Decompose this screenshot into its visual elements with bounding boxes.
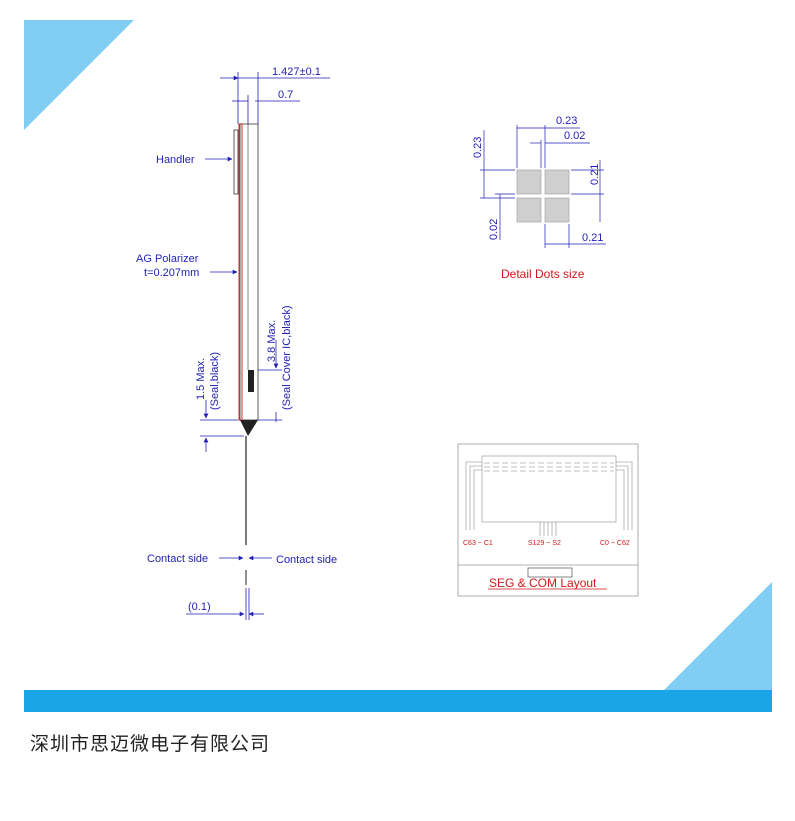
label-handler: Handler [156,154,195,166]
dim-dot-pitch-left: 0.23 [472,137,484,158]
label-seal-1: 1.5 Max. [195,358,207,400]
label-seal-2: (Seal,black) [209,352,221,410]
side-view: 1.427±0.1 0.7 Handler AG Polarizer t=0.2… [136,66,337,620]
seal-black [240,420,258,436]
bottom-bar [24,690,772,712]
label-contact-right: Contact side [276,554,337,566]
dim-dot-gap-left: 0.02 [488,219,500,240]
dim-dot-height-right: 0.21 [589,164,601,185]
company-name: 深圳市思迈微电子有限公司 [30,733,271,755]
seal-ic-block [248,370,254,392]
label-seal-ic-1: 3.8 Max. [266,320,278,362]
label-seal-ic-2: (Seal Cover IC,black) [281,305,293,410]
dim-dot-pitch-top: 0.23 [556,115,577,127]
label-com-right: C0 ~ C62 [600,540,630,547]
layout-connector [527,567,573,578]
corner-triangle-top-left [24,20,134,130]
dim-total-thickness: 1.427±0.1 [272,66,321,78]
label-com-left: C63 ~ C1 [463,540,493,547]
corner-triangle-bottom-right [664,582,772,690]
caption-seg-com: SEG & COM Layout [489,576,597,590]
label-polarizer-1: AG Polarizer [136,253,199,265]
caption-detail-dots: Detail Dots size [501,267,585,281]
dot-top-right [544,169,570,195]
label-polarizer-2: t=0.207mm [144,267,199,279]
dim-dot-width-bottom: 0.21 [582,232,603,244]
layout-inner-frame [481,455,617,523]
dot-bottom-right [544,197,570,223]
dot-top-left [516,169,542,195]
handler [233,129,239,195]
seg-com-layout: C63 ~ C1 S129 ~ S2 C0 ~ C62 SEG & COM La… [457,443,639,597]
dim-fpc-thickness: (0.1) [188,601,211,613]
label-seg-mid: S129 ~ S2 [528,540,561,547]
dim-dot-gap-top: 0.02 [564,130,585,142]
detail-dots: 0.23 0.02 0.23 0.02 0.21 0.21 Detail Dot… [472,115,606,281]
dim-glass-thickness: 0.7 [278,89,293,101]
dot-bottom-left [516,197,542,223]
label-contact-left: Contact side [147,553,208,565]
